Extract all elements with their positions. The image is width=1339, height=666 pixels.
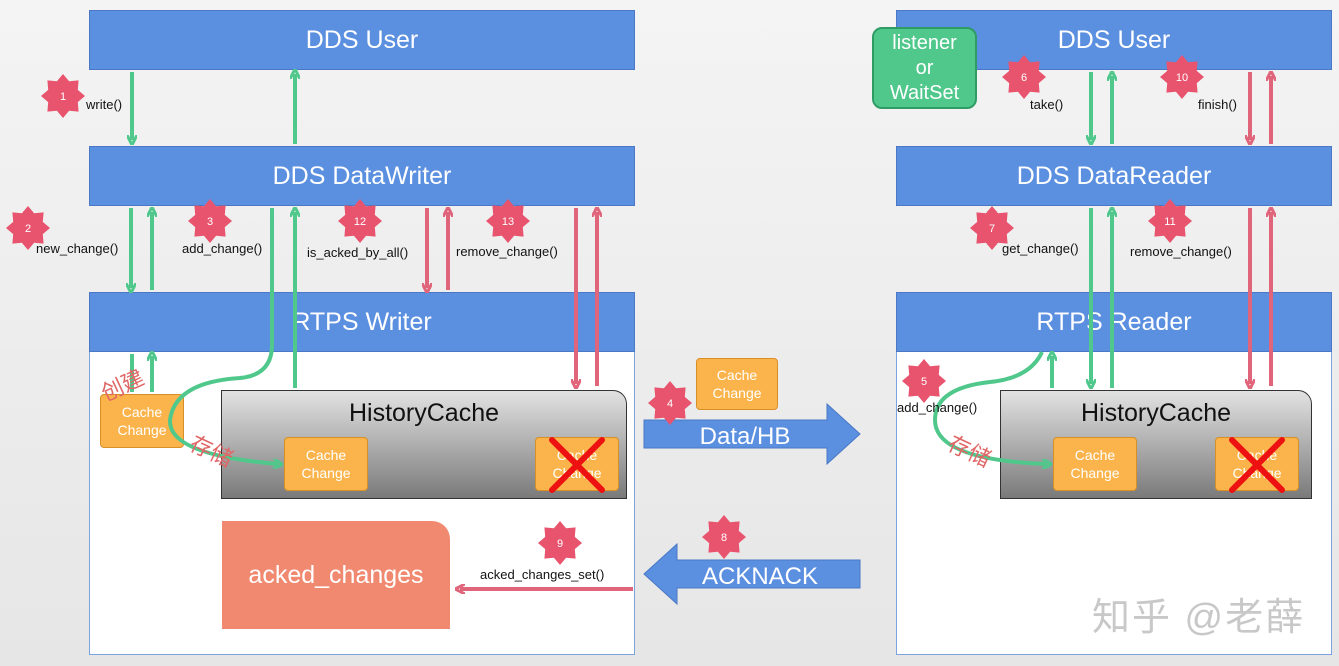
acknack-arrow [643, 542, 861, 606]
step-6-label: take() [1030, 97, 1064, 112]
step-badge-9-icon [538, 521, 582, 565]
step-badge-3-number: 3 [207, 216, 213, 228]
step-badge-5-number: 5 [921, 376, 927, 388]
step-3-label: add_change() [182, 241, 263, 256]
reader-cache-change-stored: Cache Change [1053, 437, 1137, 491]
writer-removed-x-icon [549, 437, 605, 493]
reader-removed-x-icon [1229, 437, 1285, 493]
step-badge-12-icon [338, 199, 382, 243]
acked-changes-box: acked_changes [222, 521, 450, 629]
step-badge-4-number: 4 [667, 398, 673, 410]
data-hb-arrow [643, 402, 861, 466]
rtps-writer-bar: RTPS Writer [89, 292, 635, 352]
step-badge-1-number: 1 [60, 91, 66, 103]
step-badge-13-number: 13 [502, 216, 514, 228]
step-badge-6-number: 6 [1021, 72, 1027, 84]
step-badge-13-icon [486, 199, 530, 243]
step-badge-4-icon [648, 381, 692, 425]
writer-history-cache-title: HistoryCache [348, 399, 500, 427]
data-hb-label: Data/HB [700, 423, 791, 450]
writer-cache-change-created: Cache Change [100, 394, 184, 448]
step-1-label: write() [86, 97, 123, 112]
step-9-label: acked_changes_set() [480, 567, 605, 582]
step-badge-10-icon [1160, 55, 1204, 99]
acknack-label: ACKNACK [702, 563, 818, 590]
step-12-label: is_acked_by_all() [307, 245, 409, 260]
step-7-label: get_change() [1002, 241, 1079, 256]
listener-waitset-box: listener or WaitSet [872, 27, 977, 109]
step-badge-5-icon [902, 359, 946, 403]
step-11-label: remove_change() [1130, 244, 1232, 259]
step-badge-8-icon [702, 515, 746, 559]
dds-datawriter-bar: DDS DataWriter [89, 146, 635, 206]
step-badge-2-icon [6, 206, 50, 250]
dds-datareader-bar: DDS DataReader [896, 146, 1332, 206]
writer-dds-user-bar: DDS User [89, 10, 635, 70]
step-badge-7-number: 7 [989, 223, 995, 235]
step-badge-7-icon [970, 206, 1014, 250]
step-badge-6-icon [1002, 55, 1046, 99]
step-5-label: add_change() [897, 400, 978, 415]
step-13-label: remove_change() [456, 244, 558, 259]
writer-cache-change-stored: Cache Change [284, 437, 368, 491]
step-10-label: finish() [1198, 97, 1238, 112]
step-badge-12-number: 12 [354, 216, 366, 228]
arrow-add-change-store [167, 208, 278, 464]
reader-history-cache-title: HistoryCache [1080, 399, 1232, 427]
step-badge-10-number: 10 [1176, 72, 1188, 84]
step-badge-8-number: 8 [721, 532, 727, 544]
reader-dds-user-bar: DDS User [896, 10, 1332, 70]
step-badge-11-icon [1148, 199, 1192, 243]
transport-cache-change: Cache Change [696, 358, 778, 410]
step-badge-1-icon [41, 74, 85, 118]
step-badge-11-number: 11 [1164, 216, 1175, 228]
step-badge-2-number: 2 [25, 223, 31, 235]
watermark-text: 知乎 @老薛 [1092, 597, 1306, 639]
step-badge-9-number: 9 [557, 538, 563, 550]
arrow-reader-store [932, 351, 1047, 464]
step-badge-3-icon [188, 199, 232, 243]
step-2-label: new_change() [36, 241, 119, 256]
